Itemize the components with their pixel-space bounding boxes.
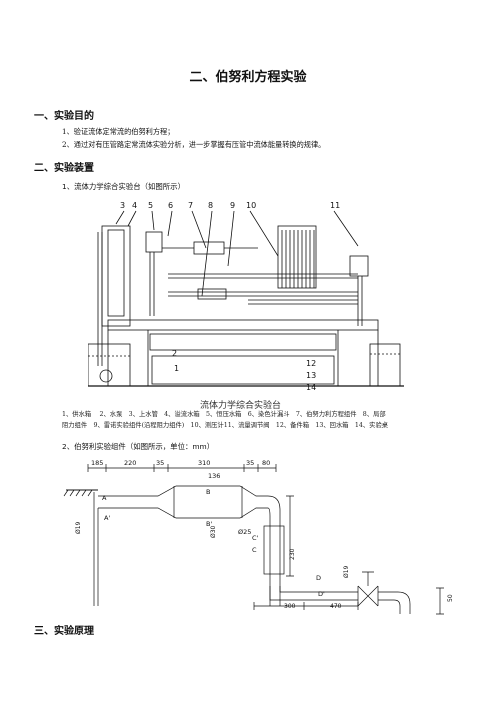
dim-b-pipe: Ø30 <box>210 525 217 538</box>
dim-top-35a: 35 <box>156 459 164 467</box>
callout-6: 6 <box>168 201 173 210</box>
label-C-prime: C' <box>252 534 259 542</box>
apparatus-sub-1: 1、流体力学综合实验台（如图所示） <box>62 182 185 191</box>
dim-c-pipe: Ø25 <box>238 528 251 536</box>
callout-8: 8 <box>208 201 213 210</box>
purpose-item-2: 2、通过对有压管路定常流体实验分析，进一步掌握有压管中流体能量转换的规律。 <box>62 140 326 149</box>
label-C: C <box>252 546 257 554</box>
dim-136: 136 <box>208 472 220 480</box>
label-A-prime: A' <box>104 514 110 522</box>
apparatus-legend-line-1: 1、供水箱 2、水泵 3、上水管 4、溢流水箱 5、恒压水箱 6、染色计漏斗 7… <box>62 411 386 418</box>
callout-10: 10 <box>246 201 256 210</box>
callout-12: 12 <box>306 359 316 368</box>
dim-top-220: 220 <box>124 459 136 467</box>
section-heading-purpose: 一、实验目的 <box>34 111 94 122</box>
label-D: D <box>316 574 321 582</box>
callout-14: 14 <box>306 383 316 392</box>
callout-1: 1 <box>174 364 179 373</box>
callout-4: 4 <box>132 201 137 210</box>
test-bench-figure: 3 4 5 6 7 8 9 10 11 2 1 12 13 14 <box>88 201 404 411</box>
dim-bottom-470: 470 <box>330 603 342 610</box>
bernoulli-component-figure: 185 220 35 310 35 80 136 A A' B B' C C' … <box>63 459 454 615</box>
dim-top-35b: 35 <box>246 459 254 467</box>
callout-13: 13 <box>306 371 316 380</box>
dim-outlet-50: 50 <box>447 594 454 602</box>
callout-2: 2 <box>172 349 177 358</box>
label-B: B <box>206 488 210 496</box>
callout-3: 3 <box>120 201 125 210</box>
dim-bottom-300: 300 <box>284 603 296 610</box>
callout-11: 11 <box>330 201 340 210</box>
callout-5: 5 <box>148 201 153 210</box>
callout-7: 7 <box>188 201 193 210</box>
apparatus-sub-2: 2、伯努利实验组件（如图所示，单位：mm） <box>62 442 215 451</box>
dim-top-80: 80 <box>262 459 270 467</box>
dim-top-185: 185 <box>91 459 103 467</box>
page-title: 二、伯努利方程实验 <box>189 70 307 85</box>
purpose-item-1: 1、验证流体定常流的伯努利方程； <box>62 127 175 136</box>
dim-left-pipe: Ø19 <box>75 521 82 534</box>
section-heading-principle: 三、实验原理 <box>34 626 94 637</box>
apparatus-legend-line-2: 阻力组件 9、雷诺实验组件(沿程阻力组件) 10、测压计11、流量调节阀 12、… <box>62 422 389 429</box>
dim-top-310: 310 <box>198 459 210 467</box>
label-D-prime: D' <box>318 590 325 598</box>
dim-vertical-230: 230 <box>289 548 296 560</box>
label-B-prime: B' <box>206 520 212 528</box>
dim-right-pipe: Ø19 <box>343 565 350 578</box>
figure1-title: 流体力学综合实验台 <box>200 399 281 411</box>
section-heading-apparatus: 二、实验装置 <box>34 163 94 174</box>
label-A: A <box>102 494 107 502</box>
callout-9: 9 <box>230 201 235 210</box>
